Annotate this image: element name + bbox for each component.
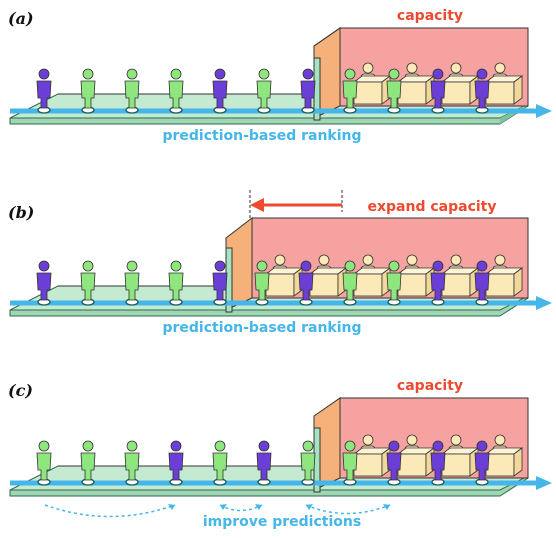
queued-person-purple (212, 68, 228, 114)
queued-person-purple (256, 440, 272, 486)
swap-arrow (44, 504, 176, 518)
panel-b-capacity-label: expand capacity (368, 199, 497, 215)
seated-person-green (386, 68, 402, 114)
seated-person-green (342, 440, 358, 486)
panel-a-scene (9, 27, 552, 125)
queued-person-green (80, 260, 96, 306)
seated-person-green (386, 260, 402, 306)
seated-person-purple (474, 260, 490, 306)
queued-person-purple (36, 68, 52, 114)
panel-b: (b) expand capacity prediction-based ran… (8, 190, 552, 336)
seated-person-purple (430, 68, 446, 114)
seated-person-green (342, 68, 358, 114)
queue (36, 260, 228, 306)
seated-person-purple (430, 260, 446, 306)
queued-person-green (124, 68, 140, 114)
desk (484, 62, 524, 105)
seated (254, 260, 490, 306)
swap-arrow (219, 504, 263, 512)
desk (352, 62, 392, 105)
queued-person-green (124, 260, 140, 306)
queued-person-green (80, 440, 96, 486)
queued-person-purple (300, 68, 316, 114)
queued-person-green (212, 440, 228, 486)
panel-b-scene (9, 216, 552, 317)
queued-person-green (80, 68, 96, 114)
queued-person-green (256, 68, 272, 114)
panel-c-label: (c) (8, 381, 33, 400)
seated (342, 68, 490, 114)
panel-b-ranking-label: prediction-based ranking (162, 320, 361, 336)
seated-person-purple (298, 260, 314, 306)
seated-person-purple (430, 440, 446, 486)
seated-person-purple (386, 440, 402, 486)
seated (342, 440, 490, 486)
queued-person-green (168, 68, 184, 114)
panel-c: (c) capacity improve predictions (8, 378, 552, 530)
desk (484, 434, 524, 477)
seated-person-purple (474, 68, 490, 114)
queued-person-purple (212, 260, 228, 306)
queue (36, 68, 316, 114)
queued-person-green (124, 440, 140, 486)
panel-b-label: (b) (8, 203, 34, 222)
desk (308, 254, 348, 297)
queue (36, 440, 316, 486)
seated-person-purple (474, 440, 490, 486)
queued-person-green (300, 440, 316, 486)
panel-a-capacity-label: capacity (397, 8, 463, 24)
queued-person-green (168, 260, 184, 306)
panel-a: (a) capacity prediction-based ranking (8, 8, 552, 144)
queued-person-purple (168, 440, 184, 486)
panel-a-label: (a) (8, 9, 34, 28)
desk (264, 254, 304, 297)
panel-c-scene (9, 397, 552, 497)
desk (484, 254, 524, 297)
seated-person-green (254, 260, 270, 306)
swap-arrow (305, 504, 391, 515)
queued-person-green (36, 440, 52, 486)
panel-c-capacity-label: capacity (397, 378, 463, 394)
panel-a-ranking-label: prediction-based ranking (162, 128, 361, 144)
queued-person-purple (36, 260, 52, 306)
panel-c-ranking-label: improve predictions (203, 514, 361, 530)
desks (264, 254, 524, 297)
seated-person-green (342, 260, 358, 306)
